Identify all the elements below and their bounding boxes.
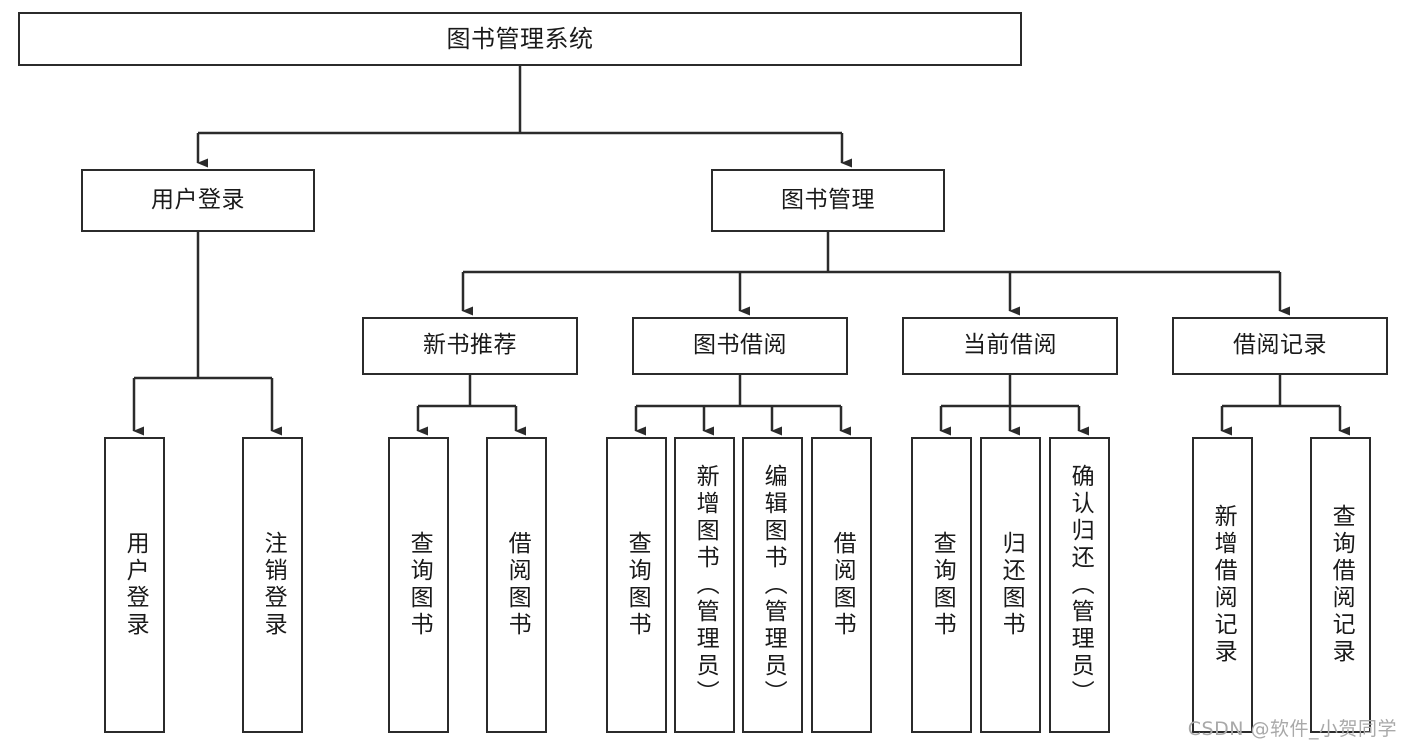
node-leaf-query-book-1[interactable]: 查询图书 (388, 437, 449, 733)
node-current-borrow[interactable]: 当前借阅 (902, 317, 1118, 375)
node-leaf-add-book[interactable]: 新增图书（管理员） (674, 437, 735, 733)
node-leaf-borrow-book-1-label: 借阅图书 (504, 531, 531, 639)
node-leaf-query-record[interactable]: 查询借阅记录 (1310, 437, 1371, 733)
node-leaf-borrow-book-2[interactable]: 借阅图书 (811, 437, 872, 733)
node-leaf-edit-book[interactable]: 编辑图书（管理员） (742, 437, 803, 733)
node-leaf-confirm-return[interactable]: 确认归还（管理员） (1049, 437, 1110, 733)
node-borrow-record[interactable]: 借阅记录 (1172, 317, 1388, 375)
node-leaf-return-book-label: 归还图书 (998, 531, 1025, 639)
node-root[interactable]: 图书管理系统 (18, 12, 1022, 66)
node-leaf-borrow-book-2-label: 借阅图书 (829, 531, 856, 639)
node-leaf-query-record-label: 查询借阅记录 (1328, 504, 1355, 666)
node-book-borrow-label: 图书借阅 (693, 332, 787, 359)
node-leaf-logout[interactable]: 注销登录 (242, 437, 303, 733)
node-user-login-label: 用户登录 (151, 186, 245, 213)
node-borrow-record-label: 借阅记录 (1233, 332, 1327, 359)
node-leaf-confirm-return-label: 确认归还（管理员） (1067, 463, 1094, 707)
node-leaf-user-login[interactable]: 用户登录 (104, 437, 165, 733)
node-new-book-rec[interactable]: 新书推荐 (362, 317, 578, 375)
node-leaf-add-record-label: 新增借阅记录 (1210, 504, 1237, 666)
node-leaf-return-book[interactable]: 归还图书 (980, 437, 1041, 733)
node-root-label: 图书管理系统 (446, 24, 594, 53)
node-user-login[interactable]: 用户登录 (81, 169, 315, 232)
node-book-manage-label: 图书管理 (781, 186, 875, 213)
node-leaf-query-book-2[interactable]: 查询图书 (606, 437, 667, 733)
node-book-borrow[interactable]: 图书借阅 (632, 317, 848, 375)
node-leaf-query-book-3[interactable]: 查询图书 (911, 437, 972, 733)
node-current-borrow-label: 当前借阅 (963, 332, 1057, 359)
node-leaf-add-book-label: 新增图书（管理员） (692, 463, 719, 707)
node-leaf-query-book-1-label: 查询图书 (406, 531, 433, 639)
node-leaf-add-record[interactable]: 新增借阅记录 (1192, 437, 1253, 733)
node-leaf-edit-book-label: 编辑图书（管理员） (760, 463, 787, 707)
node-book-manage[interactable]: 图书管理 (711, 169, 945, 232)
node-leaf-borrow-book-1[interactable]: 借阅图书 (486, 437, 547, 733)
node-leaf-logout-label: 注销登录 (260, 531, 287, 639)
node-leaf-user-login-label: 用户登录 (122, 531, 149, 639)
node-leaf-query-book-3-label: 查询图书 (929, 531, 956, 639)
node-leaf-query-book-2-label: 查询图书 (624, 531, 651, 639)
node-new-book-rec-label: 新书推荐 (423, 332, 517, 359)
